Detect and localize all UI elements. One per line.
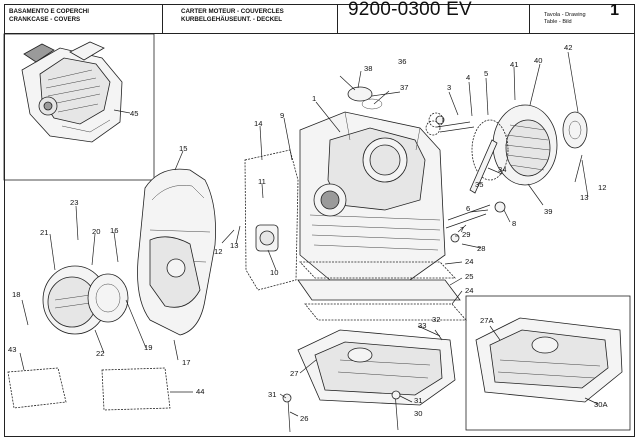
callout-1: 1	[312, 94, 316, 103]
callout-35: 35	[475, 180, 483, 189]
leader-lines	[19, 51, 599, 417]
callout-10: 10	[270, 268, 278, 277]
callout-16: 16	[110, 226, 118, 235]
callout-40: 40	[534, 56, 542, 65]
callout-19: 19	[144, 343, 152, 352]
callout-30a: 30A	[594, 400, 608, 409]
title-block-fr-de: CARTER MOTEUR - COUVERCLES KURBELGEHÄUSE…	[163, 4, 338, 33]
callout-24-upper: 24	[465, 257, 473, 266]
callout-21: 21	[40, 228, 48, 237]
callout-29: 29	[462, 230, 470, 239]
callout-5: 5	[484, 69, 488, 78]
gasket-kit-43	[7, 367, 67, 409]
callout-42: 42	[564, 43, 572, 52]
callout-32: 32	[432, 315, 440, 324]
callout-26: 26	[300, 414, 308, 423]
sump-bolt-26	[287, 399, 291, 433]
sump-variant-inset-box	[465, 295, 631, 431]
callout-27: 27	[290, 369, 298, 378]
callout-labels: 1 3 4 5 6 7 8 9 10 11 12 12 13 13 14 15 …	[8, 43, 608, 423]
sump-spacer	[297, 279, 461, 301]
callout-38: 38	[364, 64, 372, 73]
title-italian: BASAMENTO E COPERCHI	[9, 8, 89, 15]
callout-23: 23	[70, 198, 78, 207]
callout-44: 44	[196, 387, 204, 396]
callout-31-left: 31	[268, 390, 276, 399]
drawing-frame	[4, 4, 635, 437]
rear-cover	[137, 168, 216, 336]
gasket-kit-44	[101, 367, 171, 411]
callout-20: 20	[92, 227, 100, 236]
callout-24-lower: 24	[465, 286, 473, 295]
callout-39: 39	[544, 207, 552, 216]
callout-37: 37	[400, 83, 408, 92]
callout-17: 17	[182, 358, 190, 367]
callout-41: 41	[510, 60, 518, 69]
callout-13-right: 13	[580, 193, 588, 202]
callout-36: 36	[398, 57, 406, 66]
callout-25: 25	[465, 272, 473, 281]
title-block-it-en: BASAMENTO E COPERCHI CRANKCASE - COVERS	[4, 4, 163, 33]
callout-3: 3	[447, 83, 451, 92]
stud-3	[436, 121, 475, 133]
callout-11: 11	[258, 177, 266, 186]
callout-31-right: 31	[414, 396, 422, 405]
callout-22: 22	[96, 349, 104, 358]
callout-7: 7	[460, 225, 464, 234]
callout-12-left: 12	[214, 247, 222, 256]
engine-overview-illustration	[21, 41, 123, 143]
callout-15: 15	[179, 144, 187, 153]
timing-cover	[42, 265, 129, 335]
flywheel-gasket	[471, 119, 509, 181]
callout-27a: 27A	[480, 316, 494, 325]
callout-45: 45	[130, 109, 138, 118]
sump-gasket-upper	[299, 261, 456, 279]
callout-4: 4	[466, 73, 470, 82]
oil-filler-cap	[347, 86, 373, 102]
callout-34: 34	[498, 165, 506, 174]
stud-6	[445, 204, 491, 229]
callout-13-left: 13	[230, 241, 238, 250]
title-block: BASAMENTO E COPERCHI CRANKCASE - COVERS …	[4, 0, 635, 34]
dipstick-tube	[469, 139, 498, 194]
callout-6: 6	[466, 204, 470, 213]
crankcase-block	[299, 111, 446, 281]
title-german: KURBELGEHÄUSEUNT. - DECKEL	[181, 16, 283, 23]
sump-gasket-lower	[304, 303, 467, 321]
table-label-1: Tavola - Drawing	[544, 12, 586, 18]
filler-oring	[361, 98, 383, 110]
callout-8: 8	[512, 219, 516, 228]
callout-43: 43	[8, 345, 16, 354]
title-english: CRANKCASE - COVERS	[9, 16, 81, 23]
callout-12-right: 12	[598, 183, 606, 192]
washer-4	[435, 115, 445, 125]
table-number: 1	[610, 2, 619, 19]
table-label-2: Table - Bild	[544, 18, 572, 25]
callout-9: 9	[280, 111, 284, 120]
nut-8	[494, 201, 506, 213]
sump-variant	[475, 317, 623, 403]
callout-28: 28	[477, 244, 485, 253]
engine-inset-box	[3, 33, 155, 181]
plug-29	[450, 233, 460, 243]
title-french: CARTER MOTEUR - COUVERCLES	[181, 8, 284, 15]
washer-31	[282, 393, 292, 403]
table-number-cell: Tavola - Drawing Table - Bild 1	[530, 2, 635, 33]
callout-33: 33	[418, 321, 426, 330]
part-number-cell: 9200-0300 EV	[338, 0, 530, 33]
flywheel-housing	[492, 104, 588, 186]
table-labels: Tavola - Drawing Table - Bild	[544, 12, 586, 25]
callout-18: 18	[12, 290, 20, 299]
oil-sump	[297, 329, 456, 406]
callout-14: 14	[254, 119, 262, 128]
callout-30: 30	[414, 409, 422, 418]
dipstick	[339, 75, 356, 91]
